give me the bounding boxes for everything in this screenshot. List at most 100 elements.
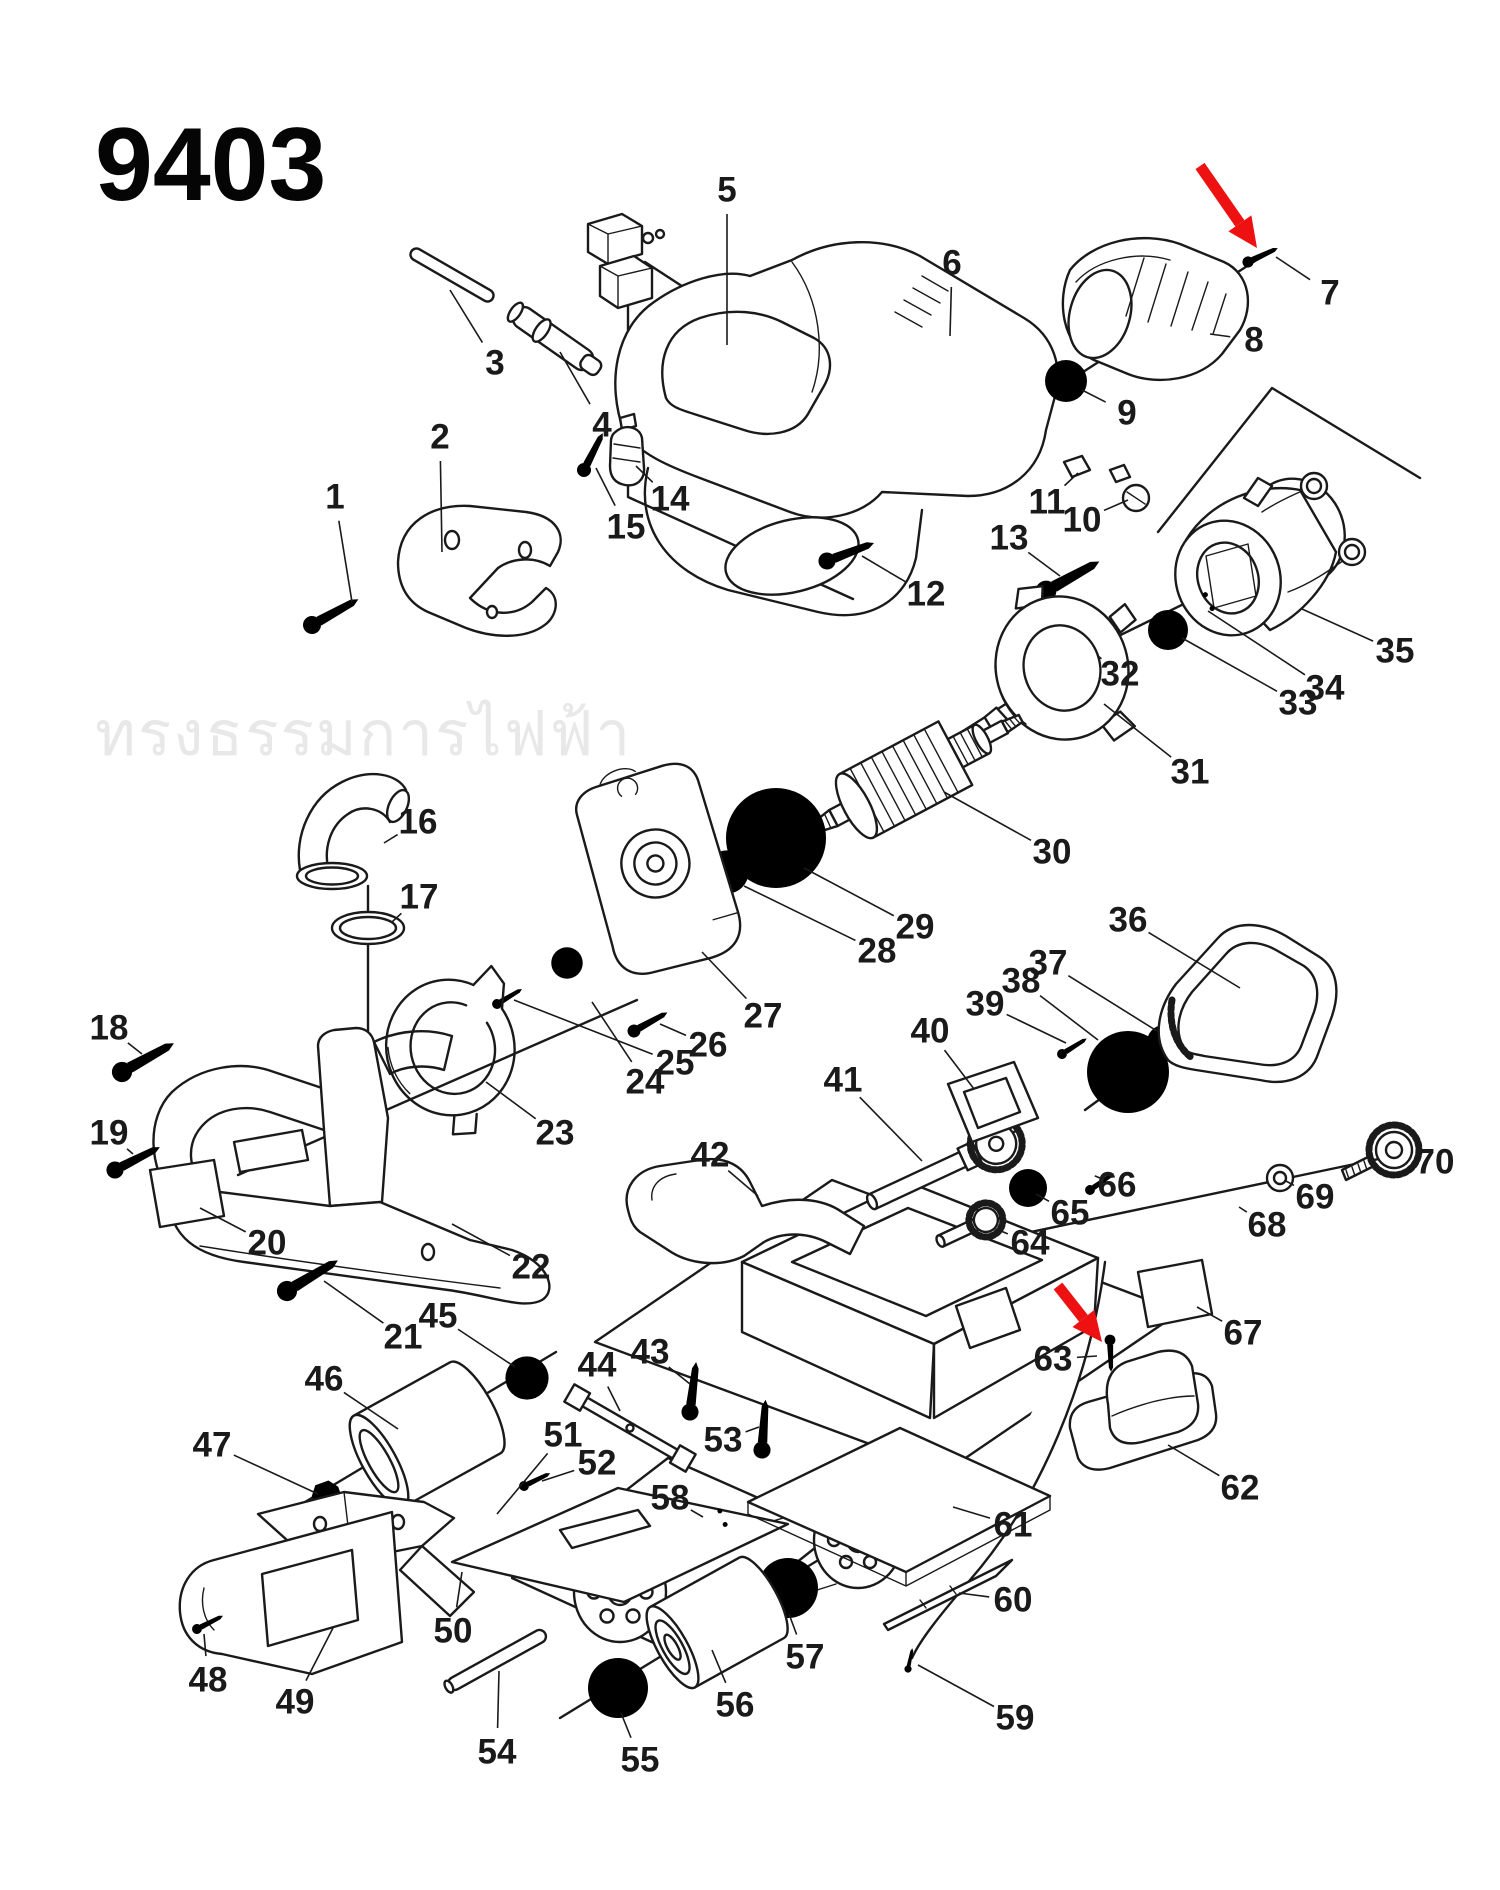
leader-line-20 [199, 1207, 247, 1233]
callout-12: 12 [861, 555, 945, 614]
part-62-foot-cover [1068, 1349, 1218, 1471]
leader-line-25 [513, 999, 653, 1055]
part-number-55: 55 [621, 1741, 660, 1780]
part-7-screw [1240, 243, 1281, 270]
highlight-arrows [1053, 162, 1257, 1342]
part-number-14: 14 [651, 480, 690, 519]
leader-line-49 [305, 1627, 334, 1682]
part-49-base-plate [178, 1510, 404, 1676]
part-number-27: 27 [744, 997, 783, 1036]
part-55-ring [588, 1658, 648, 1718]
leader-line-39 [1006, 1013, 1067, 1044]
leader-line-52 [541, 1469, 575, 1482]
part-number-48: 48 [189, 1661, 228, 1700]
part-number-32: 32 [1101, 655, 1140, 694]
callout-44: 44 [578, 1346, 621, 1412]
part-16-dust-nozzle [295, 773, 411, 891]
leader-line-69 [1285, 1180, 1295, 1187]
callout-5: 5 [717, 171, 737, 345]
part-27-bearing-box [575, 762, 742, 975]
leader-line-27 [701, 951, 748, 1000]
leader-line-53 [745, 1426, 760, 1433]
page-title: 9403 [95, 107, 326, 223]
leader-line-16 [383, 833, 399, 844]
leader-line-21 [323, 1280, 384, 1324]
leader-line-9 [1081, 389, 1106, 403]
callout-24: 24 [591, 1001, 665, 1102]
callout-32: 32 [1097, 655, 1140, 694]
leader-line-66 [1094, 1175, 1101, 1179]
part-number-50: 50 [434, 1612, 473, 1651]
leader-line-32 [1097, 655, 1102, 660]
callout-36: 36 [1109, 901, 1241, 989]
leader-line-26 [659, 1023, 687, 1037]
part-number-61: 61 [994, 1506, 1033, 1545]
callout-30: 30 [943, 791, 1072, 872]
leader-line-35 [1301, 608, 1374, 642]
part-number-3: 3 [485, 344, 504, 383]
leader-line-57 [788, 1613, 798, 1635]
leader-line-55 [620, 1712, 632, 1739]
callout-39: 39 [966, 985, 1067, 1044]
leader-line-59 [917, 1664, 995, 1708]
part-3-rod [409, 247, 495, 303]
leader-line-6 [949, 286, 953, 337]
part-number-34: 34 [1306, 669, 1345, 708]
part-number-4: 4 [592, 406, 612, 445]
part-number-6: 6 [942, 244, 961, 283]
callout-64: 64 [995, 1224, 1050, 1263]
part-number-11: 11 [1029, 483, 1066, 522]
callout-53: 53 [704, 1421, 760, 1460]
callout-38: 38 [1002, 962, 1099, 1041]
leader-line-58 [690, 1509, 704, 1518]
part-5-switch [586, 212, 666, 310]
leader-line-38 [1039, 994, 1099, 1041]
callout-50: 50 [434, 1571, 473, 1651]
leader-line-17 [391, 912, 402, 923]
leader-line-63 [1076, 1355, 1098, 1359]
leader-line-45 [457, 1328, 516, 1368]
callout-11: 11 [1029, 472, 1079, 522]
callout-47: 47 [193, 1426, 319, 1495]
part-number-69: 69 [1296, 1178, 1335, 1217]
callout-69: 69 [1285, 1178, 1335, 1217]
part-6-motor-housing [614, 241, 1059, 617]
leader-line-50 [455, 1571, 463, 1608]
part-number-8: 8 [1244, 321, 1263, 360]
part-number-58: 58 [651, 1479, 690, 1518]
callout-34: 34 [1207, 610, 1345, 708]
callout-23: 23 [485, 1081, 574, 1153]
part-44-tie-rod [563, 1383, 697, 1473]
highlight-arrow-icon-2 [1053, 1282, 1102, 1342]
leader-line-56 [711, 1649, 727, 1684]
leader-line-13 [1027, 551, 1061, 577]
part-42-arm [625, 1157, 866, 1265]
callout-1: 1 [325, 478, 353, 603]
part-26-screw [625, 1006, 671, 1040]
part-number-28: 28 [858, 932, 897, 971]
part-10-brush-cap [1121, 483, 1151, 513]
callout-25: 25 [513, 999, 694, 1083]
part-number-24: 24 [626, 1063, 665, 1102]
part-35-field [1174, 471, 1367, 637]
callout-35: 35 [1301, 608, 1415, 671]
leader-line-36 [1148, 931, 1241, 989]
leader-line-30 [943, 791, 1032, 842]
leader-line-28 [743, 885, 856, 942]
callout-9: 9 [1081, 389, 1137, 433]
leader-line-54 [496, 1670, 500, 1729]
leader-line-37 [1067, 975, 1158, 1032]
callout-10: 10 [1063, 499, 1129, 540]
part-number-47: 47 [193, 1426, 232, 1465]
leader-line-15 [595, 467, 616, 506]
leader-line-23 [485, 1081, 537, 1120]
part-number-35: 35 [1376, 632, 1415, 671]
part-number-30: 30 [1033, 833, 1072, 872]
part-number-7: 7 [1320, 274, 1339, 313]
part-number-36: 36 [1109, 901, 1148, 940]
part-number-16: 16 [399, 803, 438, 842]
callout-14: 14 [635, 465, 690, 519]
part-number-9: 9 [1117, 394, 1136, 433]
part-number-40: 40 [911, 1012, 950, 1051]
callout-29: 29 [803, 867, 934, 947]
